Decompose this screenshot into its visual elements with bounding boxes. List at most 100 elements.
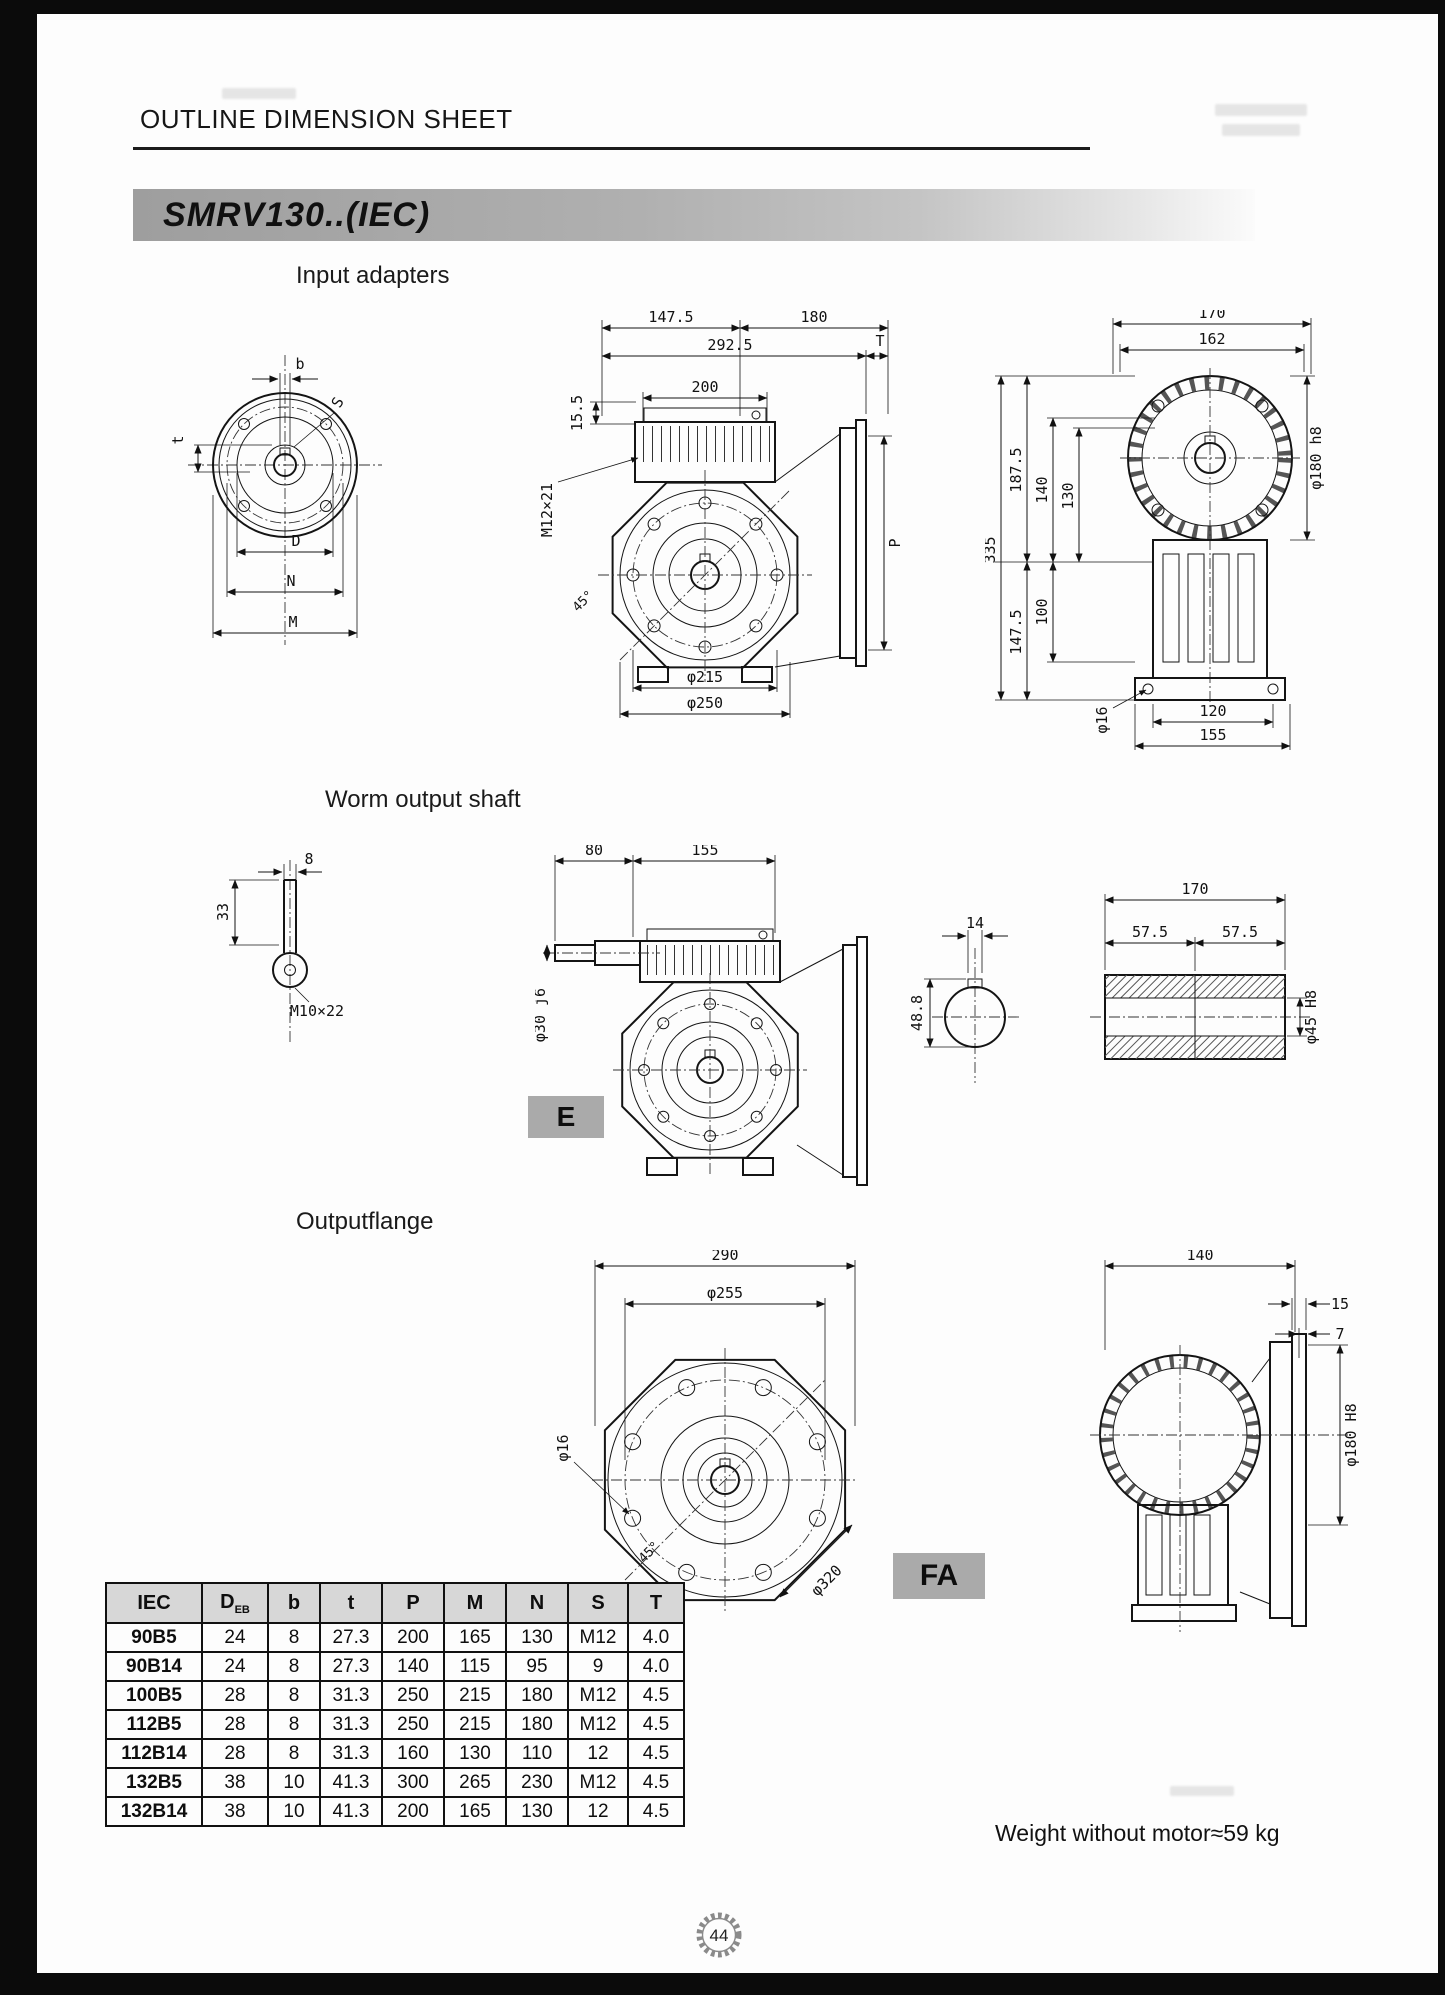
flange-dimensions: 290 φ255 φ16 45° φ320	[554, 1250, 856, 1600]
cell: 215	[443, 1680, 507, 1711]
cell: 31.3	[319, 1680, 383, 1711]
dim-label: T	[875, 332, 884, 350]
dim-label: 140	[1186, 1250, 1213, 1264]
dim-label: M12×21	[540, 483, 556, 537]
cell: 165	[443, 1622, 507, 1653]
cell: 38	[201, 1796, 269, 1827]
col-header-iec: IEC	[105, 1582, 203, 1624]
dim-label: b	[295, 355, 304, 373]
worm-side-dimensions: 80 155 φ30 j6	[535, 845, 776, 1042]
col-header-s: S	[567, 1582, 629, 1624]
table-header-row: IEC DEB b t P M N S T	[105, 1582, 685, 1624]
dim-label: 147.5	[648, 310, 693, 326]
bore-dimensions: 14 48.8 170 57.5 57.5 φ45 H8	[908, 880, 1320, 1048]
table-row: 90B14 24 8 27.3 140 115 95 9 4.0	[105, 1651, 685, 1682]
cell: 132B14	[105, 1796, 203, 1827]
dim-label: 45°	[636, 1539, 663, 1566]
dim-label: 7	[1335, 1325, 1344, 1343]
dim-label: φ180 h8	[1307, 426, 1325, 489]
cell: 24	[201, 1622, 269, 1653]
cell: 90B14	[105, 1651, 203, 1682]
cell: 215	[443, 1709, 507, 1740]
input-adapter-rear-view: 170 162 335 187.5 147.5 140 100 130	[985, 310, 1325, 750]
cell: 250	[381, 1680, 445, 1711]
dim-label: 147.5	[1007, 609, 1025, 654]
print-artifact	[1222, 124, 1300, 136]
cell: 110	[505, 1738, 569, 1769]
page-border-left	[0, 0, 37, 1995]
cell: 180	[505, 1709, 569, 1740]
cell: 132B5	[105, 1767, 203, 1798]
dim-label: 187.5	[1007, 447, 1025, 492]
cell: 130	[443, 1738, 507, 1769]
cell: 130	[505, 1796, 569, 1827]
dim-label: 48.8	[908, 995, 926, 1031]
section-heading-output-flange: Outputflange	[296, 1208, 434, 1235]
dim-label: 80	[585, 845, 603, 859]
section-heading-input-adapters: Input adapters	[296, 262, 450, 289]
cell: 8	[267, 1651, 321, 1682]
print-artifact	[1215, 104, 1307, 116]
flange-outline	[188, 355, 382, 645]
cell: 12	[567, 1738, 629, 1769]
cell: 28	[201, 1680, 269, 1711]
cell: 90B5	[105, 1622, 203, 1653]
dim-label: φ320	[807, 1561, 845, 1599]
cell: 230	[505, 1767, 569, 1798]
table-row: 90B5 24 8 27.3 200 165 130 M12 4.0	[105, 1622, 685, 1653]
hub-section	[1090, 974, 1312, 1060]
cell: 4.0	[627, 1622, 685, 1653]
col-header-p: P	[381, 1582, 445, 1624]
page-title: OUTLINE DIMENSION SHEET	[140, 104, 513, 134]
dim-label: 57.5	[1132, 923, 1168, 941]
dim-label: 33	[214, 903, 232, 921]
flange-side-dimensions: 140 15 7 φ180 H8	[1104, 1250, 1360, 1526]
cell: 200	[381, 1622, 445, 1653]
dim-label: φ255	[707, 1284, 743, 1302]
page-border-bottom	[0, 1973, 1445, 1995]
cell: 31.3	[319, 1738, 383, 1769]
view-label-e-text: E	[556, 1101, 576, 1132]
col-header-t: t	[319, 1582, 383, 1624]
dim-label: 162	[1198, 330, 1225, 348]
shaft-dimensions: 8 33 M10×22	[214, 850, 344, 1020]
dim-label: φ16	[1093, 706, 1111, 733]
col-header-t2: T	[627, 1582, 685, 1624]
cell: 4.5	[627, 1680, 685, 1711]
cell: 4.5	[627, 1796, 685, 1827]
cell: 8	[267, 1709, 321, 1740]
dim-label: N	[286, 572, 295, 590]
cell: 265	[443, 1767, 507, 1798]
input-adapter-front-view: b S t D N M	[169, 355, 382, 645]
col-header-b: b	[267, 1582, 321, 1624]
cell: 10	[267, 1767, 321, 1798]
dim-label: 170	[1181, 880, 1208, 898]
dim-label: 45°	[570, 588, 597, 615]
cell: 300	[381, 1767, 445, 1798]
model-title-bar: SMRV130..(IEC)	[133, 189, 1255, 241]
cell: 27.3	[319, 1651, 383, 1682]
dim-label: 335	[985, 536, 999, 563]
cell: 4.5	[627, 1738, 685, 1769]
output-flange-side-view: 140 15 7 φ180 H8	[1090, 1250, 1360, 1632]
dim-label: M	[288, 613, 297, 631]
cell: 100B5	[105, 1680, 203, 1711]
rear-view-dimensions: 170 162 335 187.5 147.5 140 100 130	[985, 310, 1325, 750]
page-number-gear: 44	[696, 1912, 742, 1958]
cell: 165	[443, 1796, 507, 1827]
dim-label: M10×22	[290, 1002, 344, 1020]
print-artifact	[222, 88, 296, 99]
flange-outline	[592, 1348, 858, 1612]
table-row: 112B14 28 8 31.3 160 130 110 12 4.5	[105, 1738, 685, 1769]
side-view-dimensions: 147.5 180 292.5 T 200 15.5 M12×21 P 45°	[540, 310, 904, 718]
cell: 200	[381, 1796, 445, 1827]
dim-label: 290	[711, 1250, 738, 1264]
dim-label: 15	[1331, 1295, 1349, 1313]
dim-label: 14	[966, 914, 984, 932]
housing-body	[1120, 368, 1300, 710]
housing-body	[1090, 1333, 1350, 1632]
cell: 95	[505, 1651, 569, 1682]
cell: M12	[567, 1622, 629, 1653]
table-row: 132B14 38 10 41.3 200 165 130 12 4.5	[105, 1796, 685, 1827]
